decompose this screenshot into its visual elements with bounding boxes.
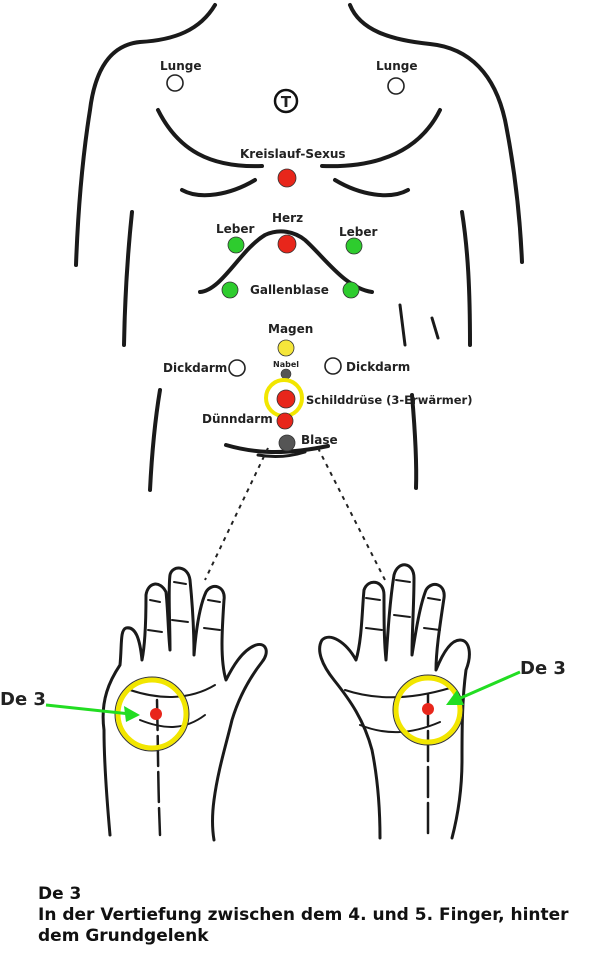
nabel-point — [280, 368, 292, 380]
right-shoulder-line — [348, 3, 524, 264]
schilddruese-label: Schilddrüse (3-Erwärmer) — [306, 393, 472, 407]
connector-lines — [204, 447, 386, 581]
right-waist — [410, 393, 419, 490]
left-waist — [148, 388, 162, 492]
left-hand — [101, 566, 268, 842]
left-palm-line-1 — [129, 684, 216, 698]
blase-label: Blase — [301, 433, 338, 447]
left-finger-crease-2 — [173, 581, 187, 585]
left-finger-crease-5 — [171, 619, 189, 623]
right-palm-line-2 — [359, 721, 441, 734]
dickdarm-right-point — [324, 357, 342, 375]
pectoral-left — [180, 178, 257, 198]
right-de3-point — [422, 703, 434, 715]
duenndarm-point — [276, 412, 294, 430]
left-finger-crease-4 — [147, 629, 163, 633]
herz-label: Herz — [272, 211, 303, 225]
leber-right-point — [345, 237, 363, 255]
left-shoulder-line — [74, 3, 217, 267]
t-symbol-ring — [273, 88, 299, 114]
left-de3-point — [150, 708, 162, 720]
left-hand-outline — [101, 566, 268, 842]
right-de3-arrow — [446, 670, 521, 705]
t-symbol-letter: T — [281, 93, 292, 111]
gallenblase-label: Gallenblase — [250, 283, 329, 297]
dickdarm-left-label: Dickdarm — [163, 361, 227, 375]
lunge-right-label: Lunge — [376, 59, 417, 73]
right-finger-crease-2 — [395, 579, 411, 583]
connector-right — [317, 447, 386, 581]
caption-line-1: In der Vertiefung zwischen dem 4. und 5.… — [38, 905, 569, 925]
left-de3-arrow — [45, 703, 140, 722]
left-flank-dash — [398, 303, 407, 347]
magen-label: Magen — [268, 322, 313, 336]
lunge-left-label: Lunge — [160, 59, 201, 73]
caption-title: De 3 — [38, 884, 82, 904]
right-hand-outline — [318, 563, 471, 840]
right-finger-crease-4 — [365, 627, 383, 631]
lower-belly-2 — [256, 450, 307, 458]
body-points: Lunge Lunge T Kreislauf-Sexus Herz Leber… — [160, 59, 472, 452]
left-de3-label: De 3 — [0, 689, 46, 710]
caption-line-2: dem Grundgelenk — [38, 926, 209, 946]
right-finger-crease-5 — [393, 614, 411, 618]
leber-right-label: Leber — [339, 225, 378, 239]
right-finger-crease-3 — [427, 597, 441, 601]
connector-left — [204, 447, 269, 581]
chest-left — [156, 108, 264, 169]
left-finger-crease-3 — [207, 599, 221, 603]
pectoral-right — [333, 178, 410, 198]
nabel-label: Nabel — [273, 360, 299, 369]
kreislauf-sexus-label: Kreislauf-Sexus — [240, 147, 346, 161]
left-finger-crease-1 — [149, 599, 161, 603]
right-finger-crease-6 — [423, 627, 441, 631]
lower-belly — [224, 443, 330, 454]
right-de3-label: De 3 — [520, 658, 566, 679]
blase-point — [278, 434, 296, 452]
lunge-right-point — [387, 77, 405, 95]
right-flank-dash — [430, 316, 440, 340]
herz-point — [277, 234, 297, 254]
kreislauf-sexus-point — [277, 168, 297, 188]
left-palm-line-2 — [139, 714, 206, 728]
left-de3-ring-outline — [114, 676, 190, 752]
magen-point — [277, 339, 295, 357]
left-meridian-line — [155, 698, 162, 837]
schilddruese-point — [276, 389, 296, 409]
dickdarm-left-point — [228, 359, 246, 377]
lunge-left-point — [166, 74, 184, 92]
leber-left-point — [227, 236, 245, 254]
right-de3-ring — [393, 675, 463, 745]
caption: De 3 In der Vertiefung zwischen dem 4. u… — [38, 884, 594, 947]
left-inner-arm — [122, 210, 134, 347]
chest-right — [320, 108, 442, 169]
gallenblase-left-point — [221, 281, 239, 299]
right-de3-ring-outline — [392, 674, 464, 746]
leber-left-label: Leber — [216, 222, 255, 236]
left-finger-crease-6 — [203, 627, 221, 631]
rib-curve — [198, 229, 374, 294]
hand-points: De 3 De 3 — [0, 658, 566, 752]
acupuncture-diagram: Lunge Lunge T Kreislauf-Sexus Herz Leber… — [0, 3, 566, 842]
duenndarm-label: Dünndarm — [202, 412, 273, 426]
gallenblase-right-point — [342, 281, 360, 299]
right-inner-arm — [460, 210, 472, 347]
right-palm-line-1 — [344, 687, 451, 699]
dickdarm-right-label: Dickdarm — [346, 360, 410, 374]
torso-outline — [74, 3, 524, 492]
right-finger-crease-1 — [365, 597, 381, 601]
